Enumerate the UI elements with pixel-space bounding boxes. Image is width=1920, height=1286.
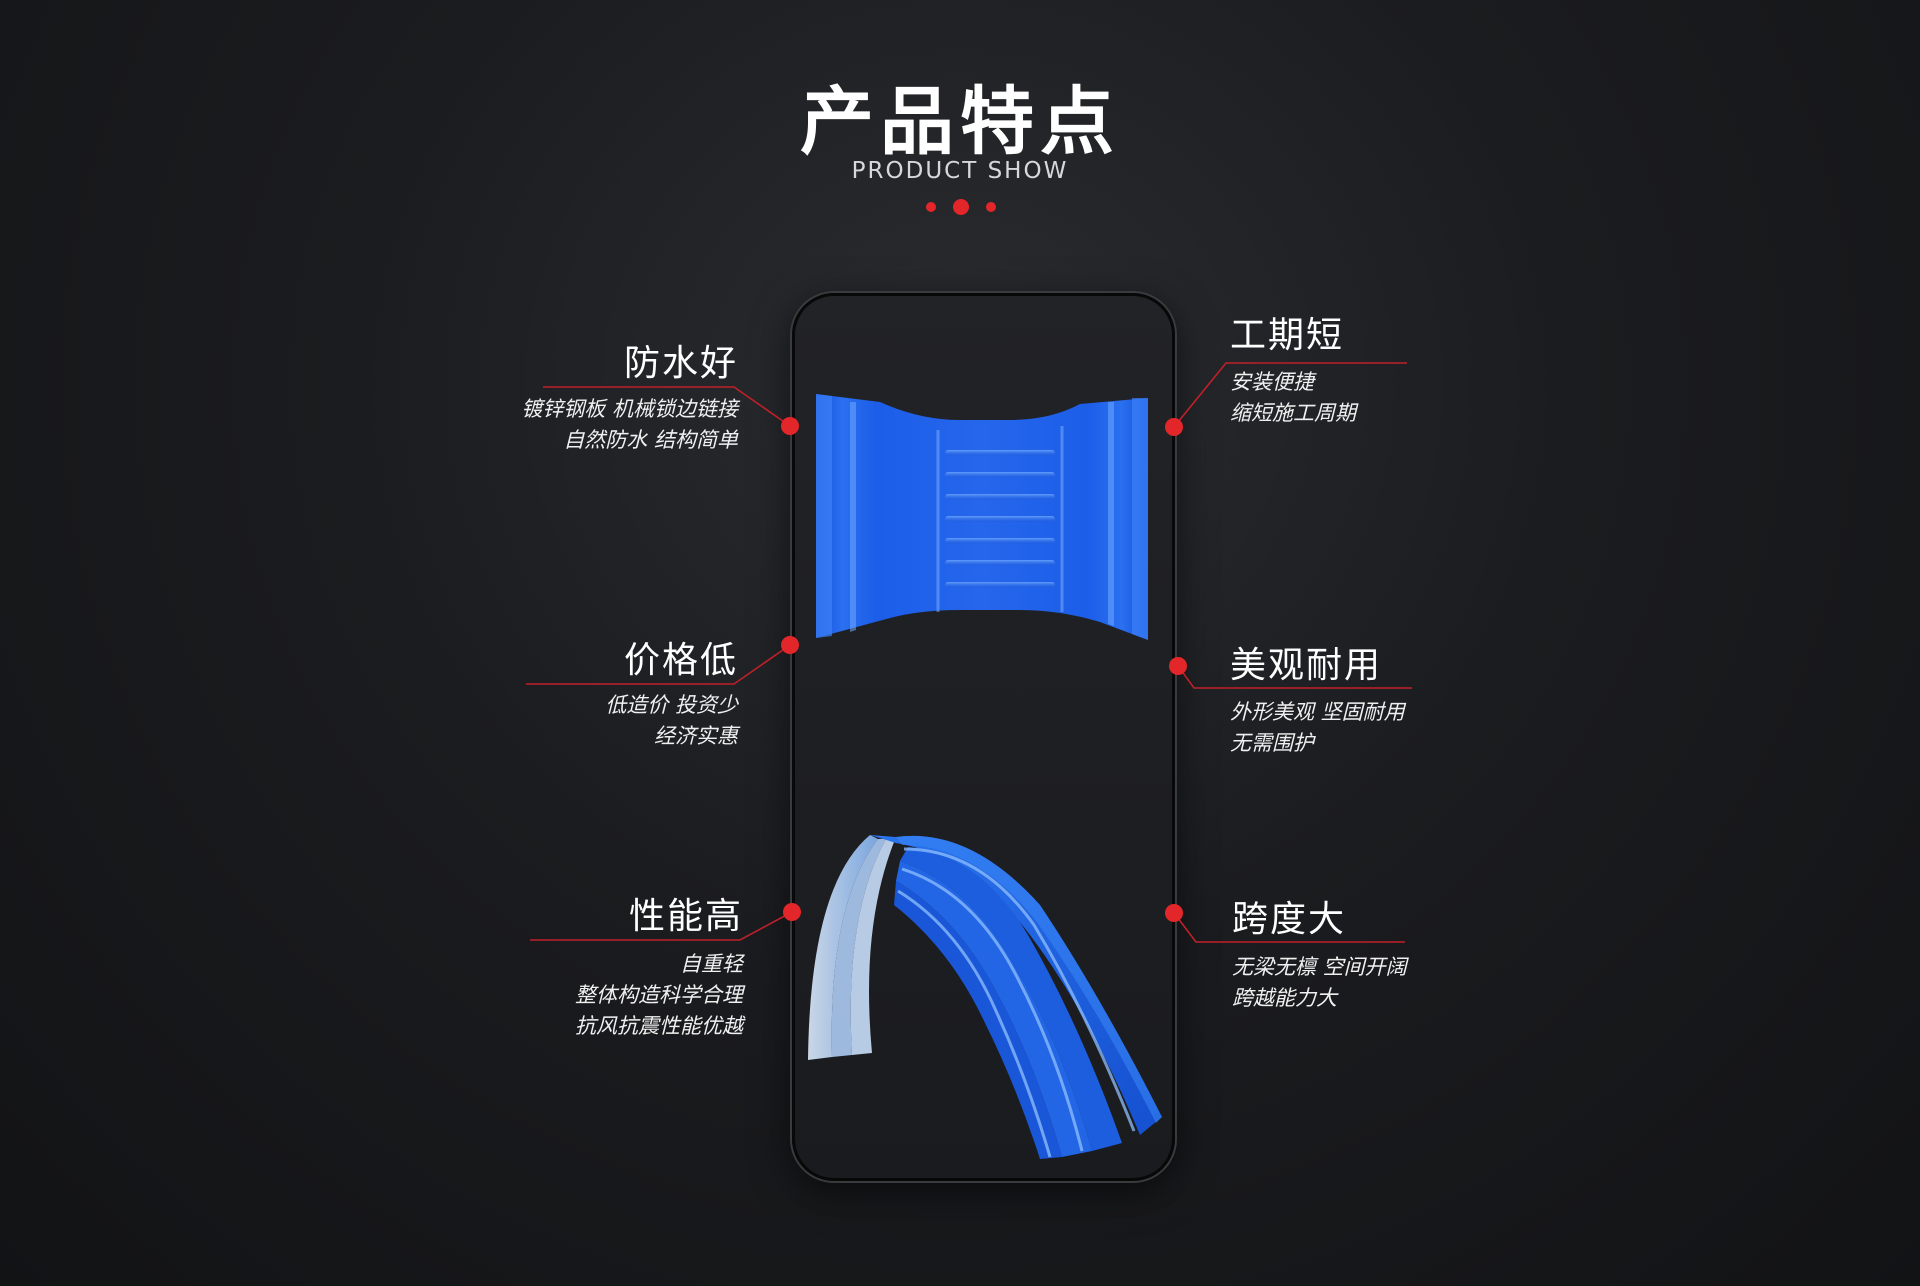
dot-right	[986, 202, 996, 212]
page-title: 产品特点	[800, 79, 1120, 165]
feature-title-performance: 性能高	[628, 896, 743, 937]
dot-left	[926, 202, 936, 212]
feature-desc-schedule: 安装便捷 缩短施工周期	[1230, 367, 1356, 429]
feature-desc-line: 无需围护	[1230, 731, 1314, 755]
dot-center	[953, 199, 969, 215]
feature-desc-performance: 自重轻 整体构造科学合理 抗风抗震性能优越	[575, 949, 743, 1042]
feature-desc-line: 经济实惠	[654, 724, 738, 748]
feature-desc-line: 低造价 投资少	[605, 693, 738, 717]
feature-desc-line: 自重轻	[680, 952, 743, 976]
feature-desc-line: 镀锌钢板 机械锁边链接	[521, 397, 738, 421]
feature-desc-line: 缩短施工周期	[1230, 401, 1356, 425]
feature-desc-line: 无梁无檩 空间开阔	[1232, 955, 1407, 979]
feature-desc-line: 抗风抗震性能优越	[575, 1014, 743, 1038]
feature-desc-line: 跨越能力大	[1232, 986, 1337, 1010]
feature-title-span: 跨度大	[1232, 899, 1347, 940]
feature-title-waterproof: 防水好	[623, 343, 738, 384]
page-subtitle: PRODUCT SHOW	[851, 158, 1069, 184]
feature-desc-price: 低造价 投资少 经济实惠	[605, 690, 738, 752]
feature-desc-appearance: 外形美观 坚固耐用 无需围护	[1230, 697, 1405, 759]
feature-desc-line: 整体构造科学合理	[575, 983, 743, 1007]
feature-title-appearance: 美观耐用	[1230, 645, 1383, 686]
feature-title-price: 价格低	[623, 640, 738, 681]
arched-panel-image	[808, 835, 1162, 1159]
feature-desc-waterproof: 镀锌钢板 机械锁边链接 自然防水 结构简单	[521, 394, 738, 456]
feature-desc-span: 无梁无檩 空间开阔 跨越能力大	[1232, 952, 1407, 1014]
feature-desc-line: 安装便捷	[1230, 370, 1314, 394]
corrugated-panel-image	[816, 394, 1148, 640]
decorative-dots	[924, 198, 996, 216]
feature-desc-line: 外形美观 坚固耐用	[1230, 700, 1405, 724]
feature-title-schedule: 工期短	[1230, 315, 1345, 356]
feature-desc-line: 自然防水 结构简单	[563, 428, 738, 452]
